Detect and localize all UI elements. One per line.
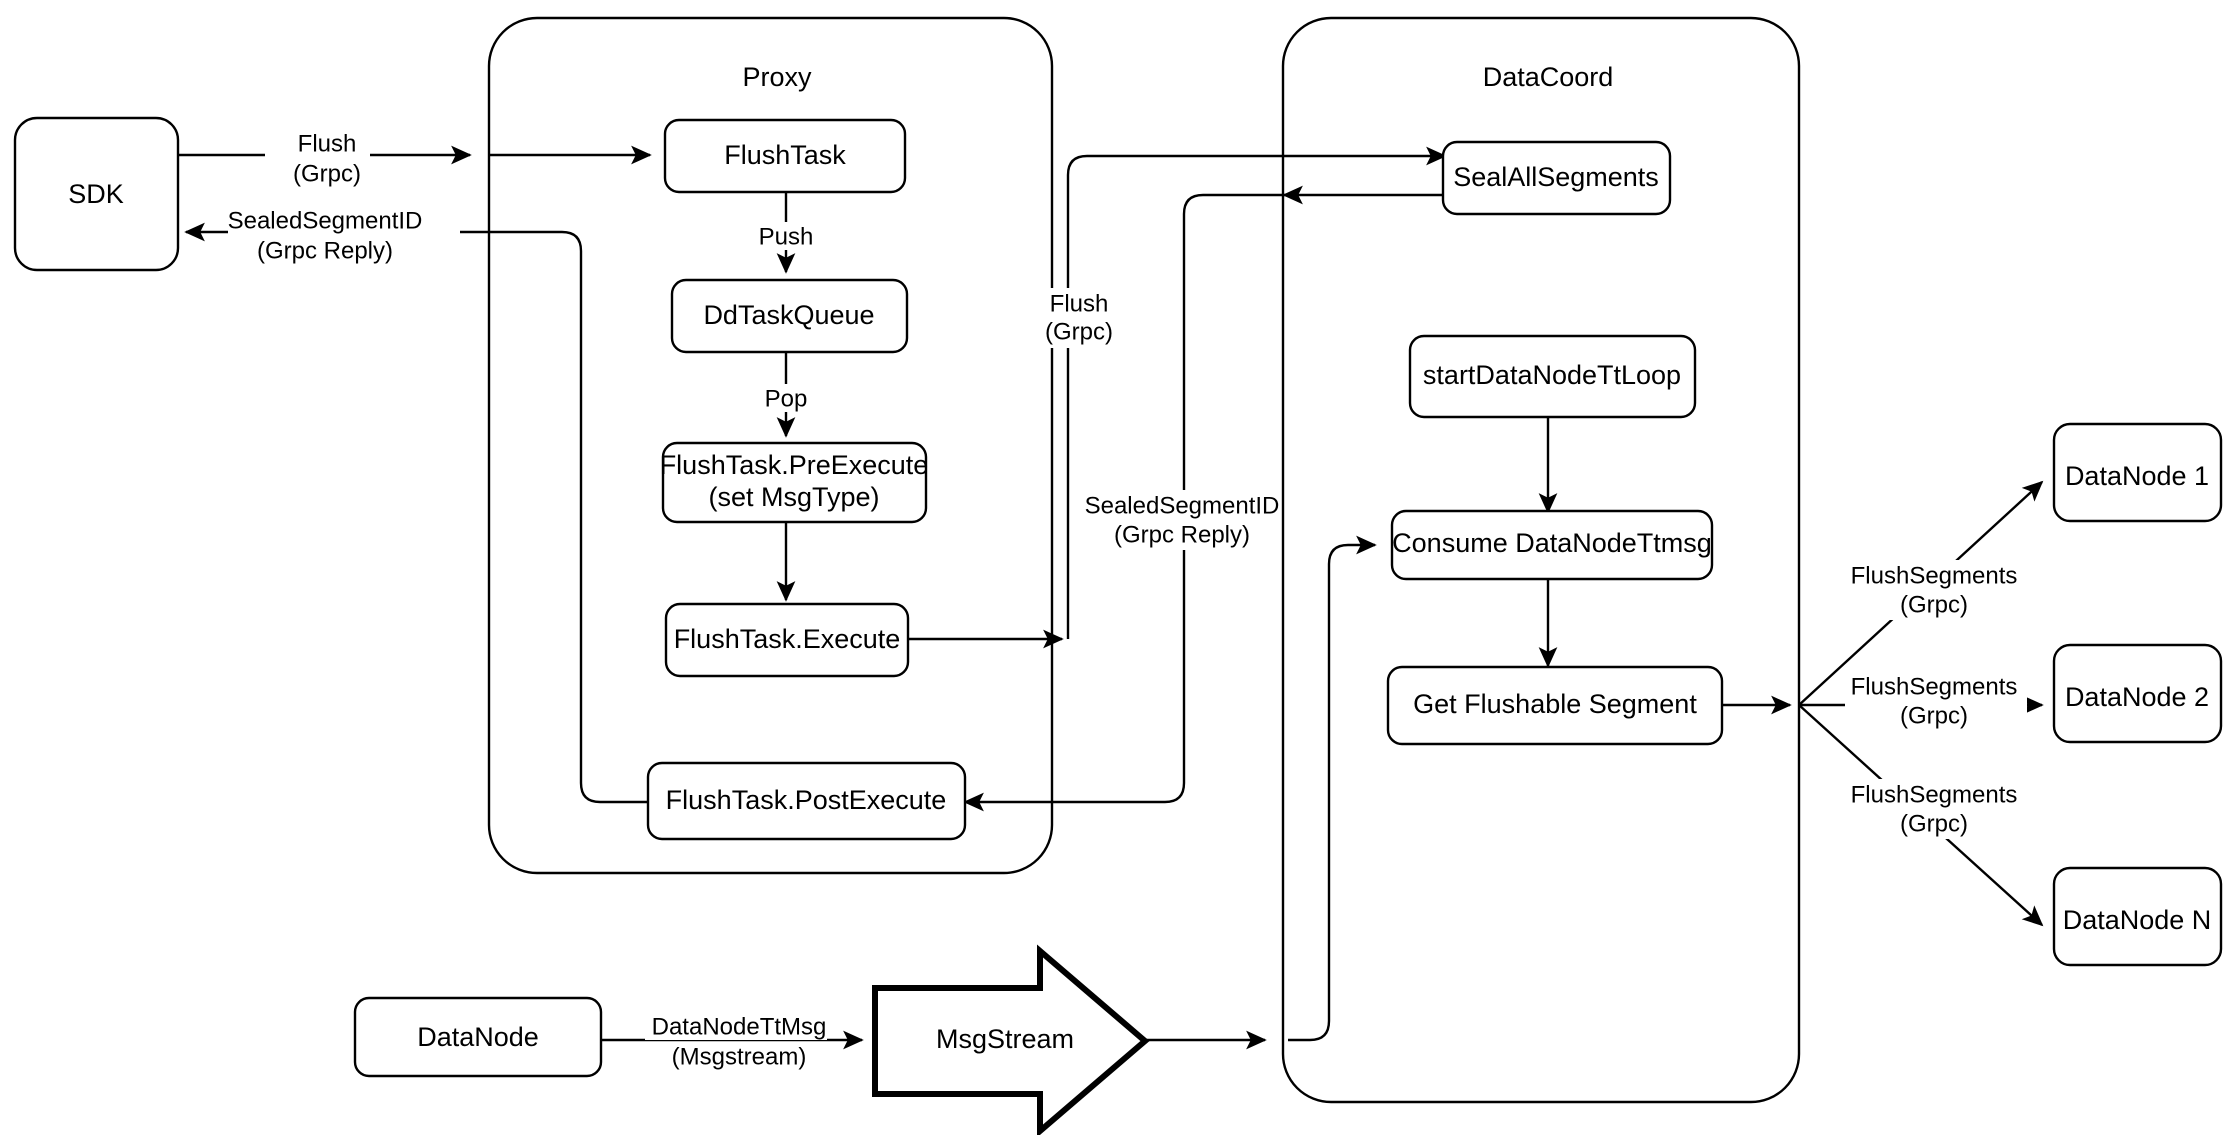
ddtaskqueue-label: DdTaskQueue bbox=[703, 300, 874, 330]
edge-label-flushsegments-n: FlushSegments (Grpc) bbox=[1845, 779, 2027, 839]
proxy-container-title: Proxy bbox=[742, 62, 812, 92]
ddtaskqueue-box[interactable] bbox=[670, 278, 909, 354]
edge-label-flushsegments-1-line1: FlushSegments bbox=[1851, 562, 2018, 589]
node-datanode-2[interactable]: DataNode 2 bbox=[2052, 643, 2223, 744]
datanode-source-box[interactable] bbox=[353, 996, 603, 1078]
preexecute-label-line2: (set MsgType) bbox=[708, 482, 879, 512]
datanode-n-label: DataNode N bbox=[2063, 905, 2212, 935]
sealallsegments-label: SealAllSegments bbox=[1453, 162, 1659, 192]
datanode-source-label: DataNode bbox=[417, 1022, 539, 1052]
node-get-flushable-segment[interactable]: Get Flushable Segment bbox=[1386, 665, 1724, 746]
container-proxy: Proxy bbox=[487, 16, 1054, 875]
node-msgstream[interactable]: MsgStream bbox=[872, 944, 1150, 1135]
node-sealallsegments[interactable]: SealAllSegments bbox=[1441, 140, 1672, 216]
consumedatanodettmsg-box[interactable] bbox=[1390, 509, 1714, 581]
sealallsegments-box[interactable] bbox=[1441, 140, 1672, 216]
edge-label-flushsegments-1: FlushSegments (Grpc) bbox=[1845, 560, 2027, 620]
edge-flush-grpc-rail bbox=[1066, 154, 1265, 639]
container-datacoord: DataCoord bbox=[1281, 16, 1801, 1104]
edge-label-flushsegments-n-line2: (Grpc) bbox=[1900, 810, 1968, 837]
datanode-1-box[interactable] bbox=[2052, 422, 2223, 523]
edge-label-proxy-sealedsegmentid: SealedSegmentID (Grpc Reply) bbox=[228, 206, 460, 264]
edge-label-pop: Pop bbox=[754, 384, 818, 412]
edge-label-sdk-flush: Flush (Grpc) bbox=[265, 128, 370, 187]
edge-label-dc-reply-line1: SealedSegmentID bbox=[1085, 492, 1280, 519]
postexecute-box[interactable] bbox=[646, 761, 967, 841]
datanode-n-box[interactable] bbox=[2052, 866, 2223, 967]
sdk-label: SDK bbox=[68, 179, 124, 209]
postexecute-label: FlushTask.PostExecute bbox=[666, 785, 947, 815]
node-flushtask-preexecute[interactable]: FlushTask.PreExecute (set MsgType) bbox=[660, 441, 929, 524]
edge-label-flushsegments-2: FlushSegments (Grpc) bbox=[1845, 671, 2027, 731]
edge-postexecute-return-rail bbox=[470, 230, 651, 804]
node-datanode-source[interactable]: DataNode bbox=[353, 996, 603, 1078]
edge-label-flushsegments-2-line1: FlushSegments bbox=[1851, 673, 2018, 700]
flushtask-box[interactable] bbox=[663, 118, 907, 194]
edge-label-push: Push bbox=[750, 222, 822, 250]
startdatanodettloop-label: startDataNodeTtLoop bbox=[1423, 360, 1681, 390]
node-consume-datanode-ttmsg[interactable]: Consume DataNodeTtmsg bbox=[1390, 509, 1714, 581]
edge-label-ttmsg-line2: (Msgstream) bbox=[672, 1043, 807, 1070]
sdk-box[interactable] bbox=[13, 116, 180, 272]
execute-label: FlushTask.Execute bbox=[674, 624, 901, 654]
edge-label-proxy-reply-line1: SealedSegmentID bbox=[228, 207, 423, 234]
execute-box[interactable] bbox=[664, 602, 910, 678]
node-flushtask[interactable]: FlushTask bbox=[663, 118, 907, 194]
edge-label-flushsegments-2-line2: (Grpc) bbox=[1900, 702, 1968, 729]
edge-label-push-text: Push bbox=[759, 223, 814, 250]
node-flushtask-execute[interactable]: FlushTask.Execute bbox=[664, 602, 910, 678]
edge-ttmsg-rail-to-consume bbox=[1288, 535, 1377, 1042]
edge-label-dc-reply-line2: (Grpc Reply) bbox=[1114, 521, 1250, 548]
proxy-container-boundary bbox=[487, 16, 1054, 875]
consumedatanodettmsg-label: Consume DataNodeTtmsg bbox=[1392, 528, 1712, 558]
datacoord-container-boundary bbox=[1281, 16, 1801, 1104]
datanode-2-label: DataNode 2 bbox=[2065, 682, 2209, 712]
edge-label-sdk-flush-line2: (Grpc) bbox=[293, 160, 361, 187]
edge-label-proxy-reply-line2: (Grpc Reply) bbox=[257, 237, 393, 264]
edge-label-dc-flush-line2: (Grpc) bbox=[1045, 318, 1113, 345]
getflushablesegment-box[interactable] bbox=[1386, 665, 1724, 746]
edge-label-flushsegments-1-line2: (Grpc) bbox=[1900, 591, 1968, 618]
msgstream-label: MsgStream bbox=[936, 1024, 1074, 1054]
startdatanodettloop-box[interactable] bbox=[1408, 334, 1697, 419]
datanode-2-box[interactable] bbox=[2052, 643, 2223, 744]
node-sdk[interactable]: SDK bbox=[13, 116, 180, 272]
edge-label-pop-text: Pop bbox=[765, 385, 808, 412]
edge-label-flushsegments-n-line1: FlushSegments bbox=[1851, 781, 2018, 808]
datacoord-container-title: DataCoord bbox=[1483, 62, 1614, 92]
msgstream-arrow-shape[interactable] bbox=[872, 944, 1150, 1135]
getflushablesegment-label: Get Flushable Segment bbox=[1413, 689, 1697, 719]
node-datanode-n[interactable]: DataNode N bbox=[2052, 866, 2223, 967]
flushtask-label: FlushTask bbox=[724, 140, 846, 170]
datanode-1-label: DataNode 1 bbox=[2065, 461, 2209, 491]
edge-label-datacoord-to-proxy-reply: SealedSegmentID (Grpc Reply) bbox=[1085, 490, 1280, 550]
edge-label-datanode-ttmsg: DataNodeTtMsg (Msgstream) bbox=[645, 1012, 827, 1070]
preexecute-label-line1: FlushTask.PreExecute bbox=[660, 450, 929, 480]
edge-label-dc-flush-line1: Flush bbox=[1050, 290, 1109, 317]
node-ddtaskqueue[interactable]: DdTaskQueue bbox=[670, 278, 909, 354]
edge-label-proxy-to-datacoord-flush: Flush (Grpc) bbox=[1020, 288, 1118, 348]
node-datanode-1[interactable]: DataNode 1 bbox=[2052, 422, 2223, 523]
node-start-datanode-tt-loop[interactable]: startDataNodeTtLoop bbox=[1408, 334, 1697, 419]
node-flushtask-postexecute[interactable]: FlushTask.PostExecute bbox=[646, 761, 967, 841]
edge-label-ttmsg-line1: DataNodeTtMsg bbox=[652, 1013, 827, 1040]
edge-label-sdk-flush-line1: Flush bbox=[298, 130, 357, 157]
preexecute-box[interactable] bbox=[661, 441, 928, 524]
